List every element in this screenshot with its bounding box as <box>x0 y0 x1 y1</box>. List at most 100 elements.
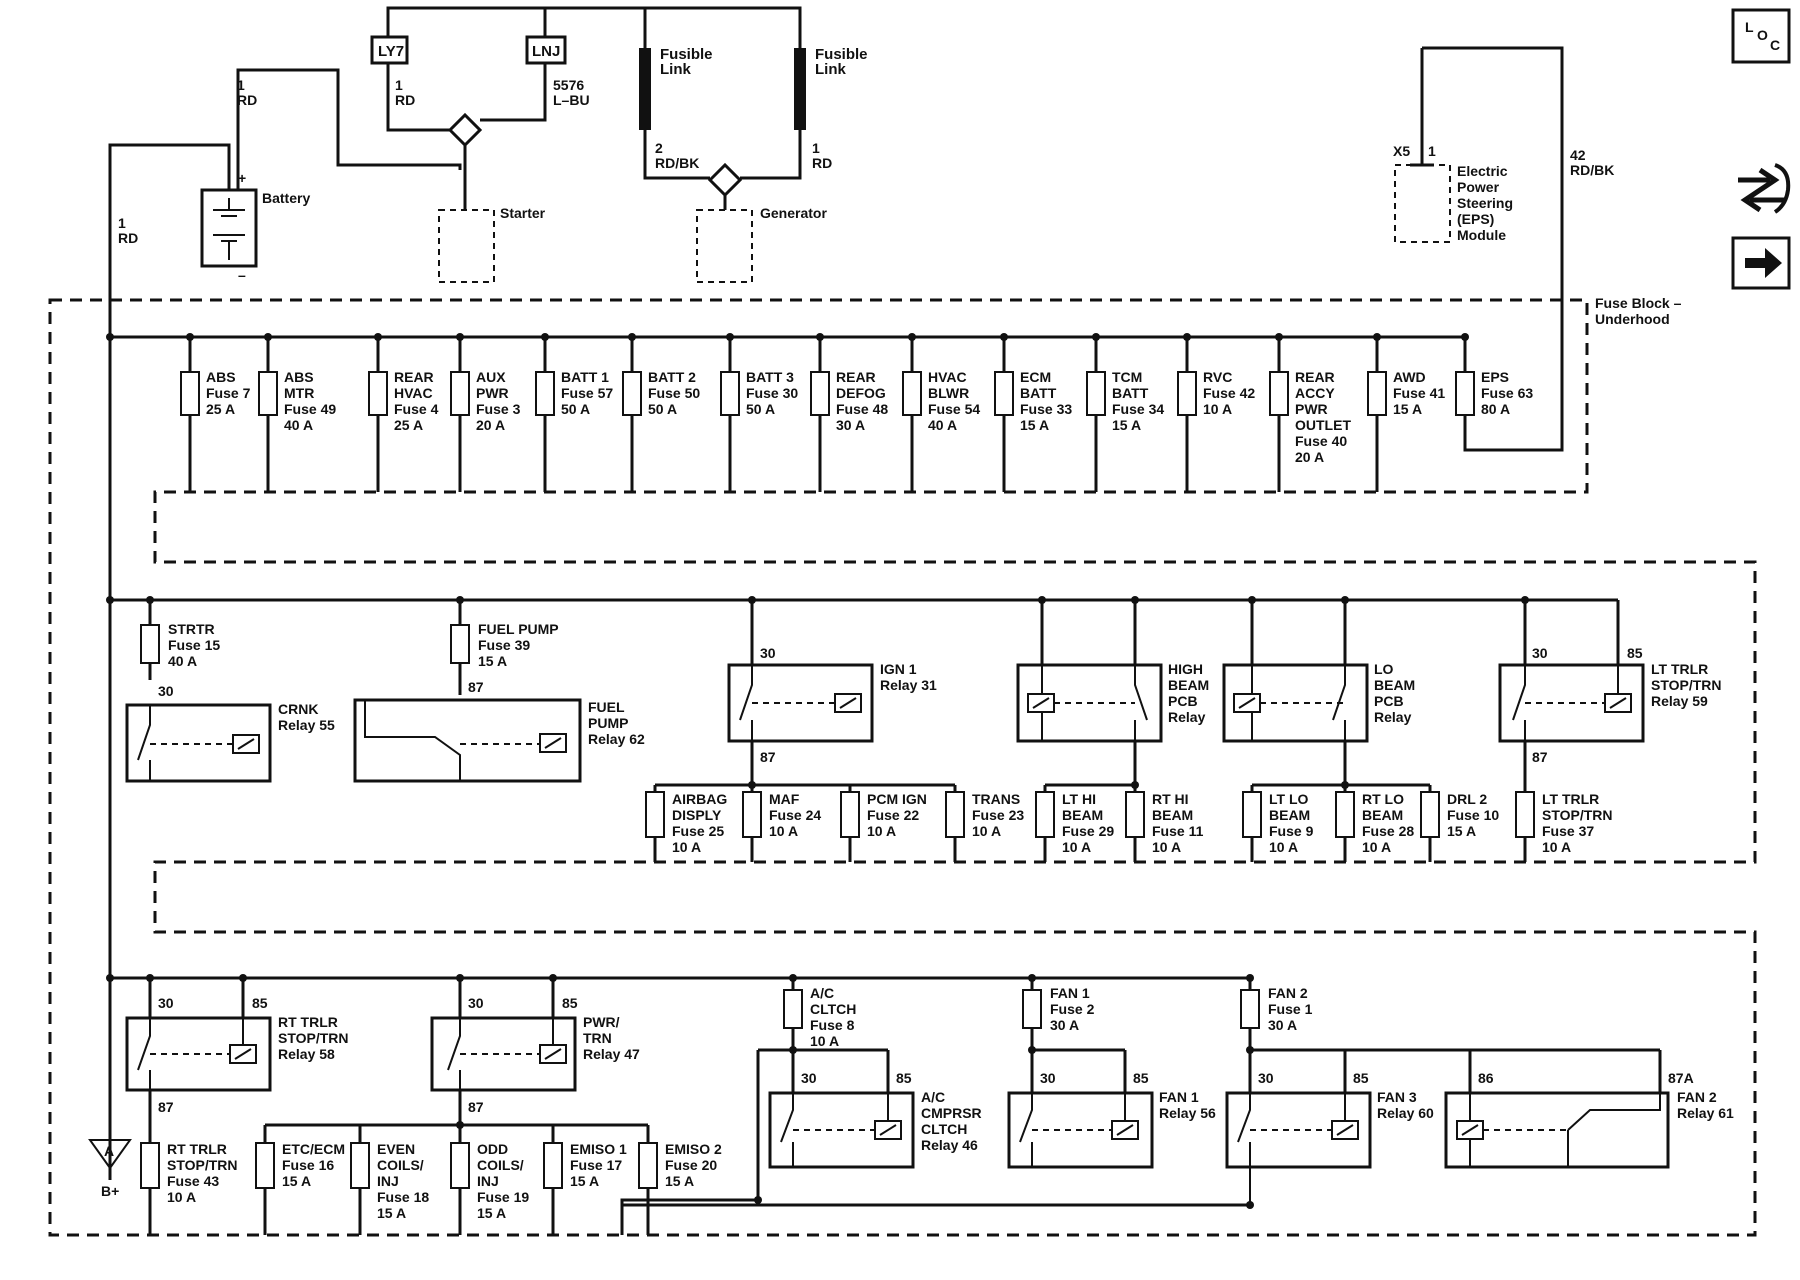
relay-fuel-label-2: PUMP <box>588 715 628 731</box>
fuse-row2-10-label-4: 10 A <box>1542 839 1571 855</box>
fuse-row1-13-label-3: PWR <box>1295 401 1328 417</box>
fuse-row1-14-label-2: Fuse 41 <box>1393 385 1445 401</box>
fuse-row2-2-label-2: Fuse 24 <box>769 807 821 823</box>
fuse-row3-5-label-1: EMISO 1 <box>570 1141 627 1157</box>
fuse-row1-4-label-4: 20 A <box>476 417 505 433</box>
relay-pwr-label-3: Relay 47 <box>583 1046 640 1062</box>
relay-lo-beam-label-2: BEAM <box>1374 677 1415 693</box>
fuse-row3-6-label-3: 15 A <box>665 1173 694 1189</box>
battery-plus: + <box>238 170 246 186</box>
fuse-row3-6-label-1: EMISO 2 <box>665 1141 722 1157</box>
fuse-row3-4-label-2: COILS/ <box>477 1157 524 1173</box>
fuse-ac-cltch <box>783 989 803 1029</box>
relay-ign-label-2: Relay 31 <box>880 677 937 693</box>
fuse-fan1-label-2: Fuse 2 <box>1050 1001 1095 1017</box>
ground-label: B+ <box>101 1183 119 1199</box>
fuse-row2-8 <box>1335 791 1355 838</box>
fuse-row3-5-label-3: 15 A <box>570 1173 599 1189</box>
fuse-ac-label-2: CLTCH <box>810 1001 856 1017</box>
fuse-row1-2-label-2: MTR <box>284 385 314 401</box>
fuse-row1-5-label-3: 50 A <box>561 401 590 417</box>
fuse-row3-3 <box>350 1142 370 1189</box>
fuse-row1-11-label-1: TCM <box>1112 369 1142 385</box>
loc-icon[interactable] <box>1731 8 1791 64</box>
relay-rt-trlr-label-3: Relay 58 <box>278 1046 335 1062</box>
wire-2-num: 2 <box>655 140 663 156</box>
lt-trlr-pin85: 85 <box>1627 645 1643 661</box>
fuse-row2-9-label-1: DRL 2 <box>1447 791 1487 807</box>
fuse-row1-7 <box>720 371 740 416</box>
fuse-row2-3-label-3: 10 A <box>867 823 896 839</box>
fuse-row2-10-label-3: Fuse 37 <box>1542 823 1594 839</box>
fuse-fuelpump-label-2: Fuse 39 <box>478 637 530 653</box>
lt-trlr-pin87: 87 <box>1532 749 1548 765</box>
fuse-row1-2-label-4: 40 A <box>284 417 313 433</box>
pwr-pin85: 85 <box>562 995 578 1011</box>
relay-crnk-label-2: Relay 55 <box>278 717 335 733</box>
relay-high-beam-label-1: HIGH <box>1168 661 1203 677</box>
fuse-row1-14-label-3: 15 A <box>1393 401 1422 417</box>
fuse-row2-8-label-3: Fuse 28 <box>1362 823 1414 839</box>
fuse-ac-label-4: 10 A <box>810 1033 839 1049</box>
fuse-row1-2 <box>258 371 278 416</box>
relay-fan2-label-2: Relay 61 <box>1677 1105 1734 1121</box>
fuse-row3-4-label-3: INJ <box>477 1173 499 1189</box>
fuse-row1-6-label-1: BATT 2 <box>648 369 696 385</box>
fan3-pin85: 85 <box>1353 1070 1369 1086</box>
fuse-row2-8-label-4: 10 A <box>1362 839 1391 855</box>
eps-label-5: Module <box>1457 227 1506 243</box>
fuse-fan2-label-2: Fuse 1 <box>1268 1001 1313 1017</box>
fusible-link-a <box>639 48 651 130</box>
fuse-row3-5 <box>543 1142 563 1189</box>
fuse-row2-4-label-3: 10 A <box>972 823 1001 839</box>
relay-rt-trlr-label-1: RT TRLR <box>278 1014 338 1030</box>
fuse-row1-3-label-2: HVAC <box>394 385 433 401</box>
fuse-row2-9-label-2: Fuse 10 <box>1447 807 1499 823</box>
relay-lo-beam-label-1: LO <box>1374 661 1394 677</box>
ign-pin30: 30 <box>760 645 776 661</box>
fuse-row1-12 <box>1177 371 1197 416</box>
fuse-row1-3-label-1: REAR <box>394 369 434 385</box>
fuse-row3-1-label-4: 10 A <box>167 1189 196 1205</box>
fuse-row3-2-label-3: 15 A <box>282 1173 311 1189</box>
fuse-row2-2-label-1: MAF <box>769 791 800 807</box>
fuse-row3-1-label-1: RT TRLR <box>167 1141 227 1157</box>
fuse-row2-9-label-3: 15 A <box>1447 823 1476 839</box>
relay-high-beam-label-3: PCB <box>1168 693 1198 709</box>
relay-lt-trlr-label-3: Relay 59 <box>1651 693 1708 709</box>
fan1-pin30: 30 <box>1040 1070 1056 1086</box>
fuse-row1-15-label-3: 80 A <box>1481 401 1510 417</box>
fuse-row3-4-label-4: Fuse 19 <box>477 1189 529 1205</box>
battery-supply-section: LY7 LNJ Fusible Link Fusible Link 2 RD/B… <box>108 6 868 1180</box>
fuse-row1-5-label-2: Fuse 57 <box>561 385 613 401</box>
wire-2-color: RD/BK <box>655 155 699 171</box>
connector-swap-icon[interactable] <box>1738 163 1791 214</box>
fuse-row2-7-label-4: 10 A <box>1269 839 1298 855</box>
b-plus-triangle <box>88 1139 132 1170</box>
fuse-row1-11-label-4: 15 A <box>1112 417 1141 433</box>
fuse-row2-1-label-4: 10 A <box>672 839 701 855</box>
fuse-block-label-2: Underhood <box>1595 311 1670 327</box>
junction-dots <box>106 333 1529 1209</box>
fusible-link-a-label: Fusible <box>660 46 713 63</box>
relay-rt-trlr-label-2: STOP/TRN <box>278 1030 349 1046</box>
fuse-row1-10-label-4: 15 A <box>1020 417 1049 433</box>
relay-ac-label-4: Relay 46 <box>921 1137 978 1153</box>
fuse-row1-3-label-4: 25 A <box>394 417 423 433</box>
fuse-row3-3-label-1: EVEN <box>377 1141 415 1157</box>
fuse-row2-6-label-2: BEAM <box>1152 807 1193 823</box>
fuse-row3-5-label-2: Fuse 17 <box>570 1157 622 1173</box>
fuse-row1-8-label-2: DEFOG <box>836 385 886 401</box>
wire-lnj-color: L–BU <box>553 92 590 108</box>
fusible-link-b <box>794 48 806 130</box>
fuse-row1-15 <box>1455 371 1475 416</box>
wire-gen-color: RD <box>812 155 832 171</box>
fuse-row2-4 <box>945 791 965 838</box>
relay-pwr-label-1: PWR/ <box>583 1014 620 1030</box>
eps-connector-label: X5 <box>1393 143 1410 159</box>
fuse-row1-1-label-2: Fuse 7 <box>206 385 251 401</box>
fuse-row1-8-label-3: Fuse 48 <box>836 401 888 417</box>
fan2-pin87a: 87A <box>1668 1070 1694 1086</box>
